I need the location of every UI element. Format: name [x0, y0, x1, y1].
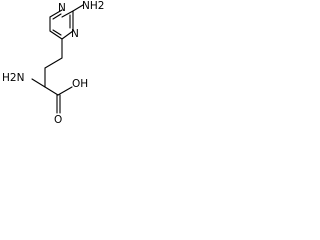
chain-bond-2 [44, 57, 63, 69]
alpha-amino-bond [31, 78, 46, 88]
alpha-amino-label: H2N [2, 72, 24, 84]
molecule-structure-diagram: N N NH2 H2N OH O [2, 0, 104, 126]
hydroxyl-label: OH [72, 78, 88, 90]
ring-double-bond-a [52, 13, 62, 20]
ring-bond-n3-c4 [61, 30, 74, 40]
ring-amino-label: NH2 [82, 0, 104, 12]
alpha-carboxyl-bond [44, 86, 59, 96]
ring-bond-n1-c2 [61, 10, 74, 18]
ring-double-bond-c [52, 29, 62, 36]
ring-bond-c4-c5 [49, 30, 63, 40]
carbonyl-o-label: O [54, 114, 62, 126]
ring-amino-bond [72, 4, 84, 12]
carboxyl-oh-bond [57, 86, 73, 96]
ring-n-bottom-label: N [71, 28, 79, 40]
ring-bond-c6-n1 [49, 9, 63, 18]
ring-n-top-label: N [58, 2, 66, 14]
